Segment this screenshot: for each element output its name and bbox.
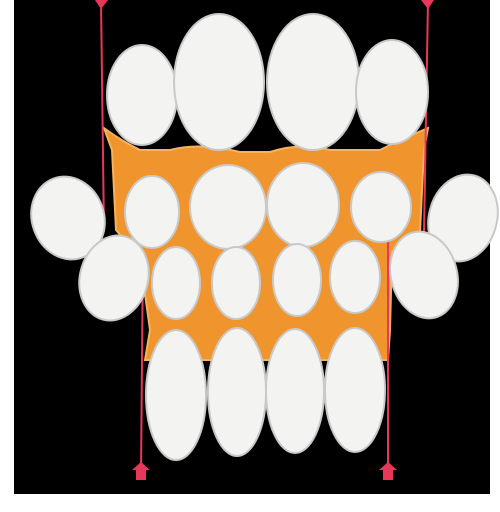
tooth-lower-row3-2 <box>212 247 260 319</box>
tooth-upper-row2-4 <box>351 172 411 242</box>
tooth-upper-lateral-incisor-right <box>356 40 428 144</box>
tooth-lower-row3-1 <box>152 247 200 319</box>
tooth-upper-lateral-incisor-left <box>107 45 177 145</box>
tooth-upper-central-incisor-right <box>267 14 359 150</box>
tooth-lower-incisor-3 <box>266 329 324 453</box>
tooth-lower-incisor-2 <box>208 328 266 456</box>
tooth-upper-row2-2 <box>190 165 266 249</box>
tooth-lower-incisor-1 <box>146 330 206 460</box>
tooth-upper-row2-3 <box>267 163 339 247</box>
tooth-lower-incisor-4 <box>325 328 385 452</box>
tooth-upper-central-incisor-left <box>174 14 264 150</box>
tooth-lower-row3-4 <box>330 241 380 313</box>
tooth-upper-row2-1 <box>125 176 179 248</box>
tooth-lower-row3-3 <box>273 244 321 316</box>
